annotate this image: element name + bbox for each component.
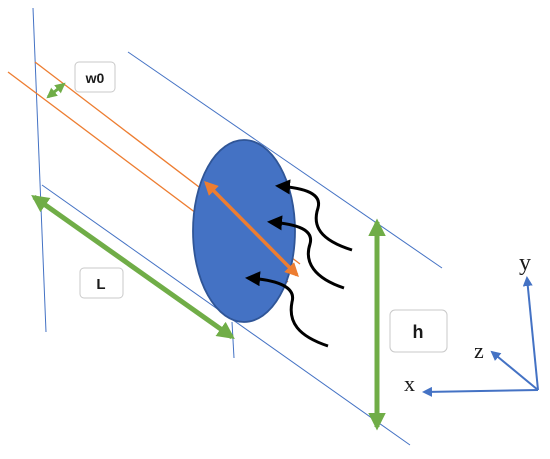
w0-label: w0 — [85, 70, 105, 86]
x-axis-arrow — [422, 386, 539, 397]
h-label: h — [413, 322, 424, 342]
L-label: L — [96, 276, 105, 293]
mid-tick-line — [231, 321, 235, 359]
w0-label-box: w0 — [74, 61, 116, 93]
z-axis-label: z — [474, 338, 484, 363]
upper-diagonal-line — [127, 51, 443, 269]
flow-arrow-icon — [245, 271, 329, 348]
L-label-box: L — [79, 267, 124, 299]
z-axis-arrow — [490, 350, 539, 391]
left-vertical-line — [32, 7, 47, 333]
coordinate-axes: y z x — [404, 250, 539, 397]
y-axis-label: y — [519, 250, 531, 276]
y-axis-arrow — [522, 276, 539, 391]
h-label-box: h — [389, 309, 448, 353]
flow-arrow-icon — [267, 215, 345, 290]
ellipse-target — [192, 139, 296, 323]
flow-arrow-icon — [275, 179, 353, 252]
x-axis-label: x — [404, 371, 415, 396]
w0-double-arrow — [46, 82, 66, 99]
L-double-arrow — [31, 194, 235, 340]
